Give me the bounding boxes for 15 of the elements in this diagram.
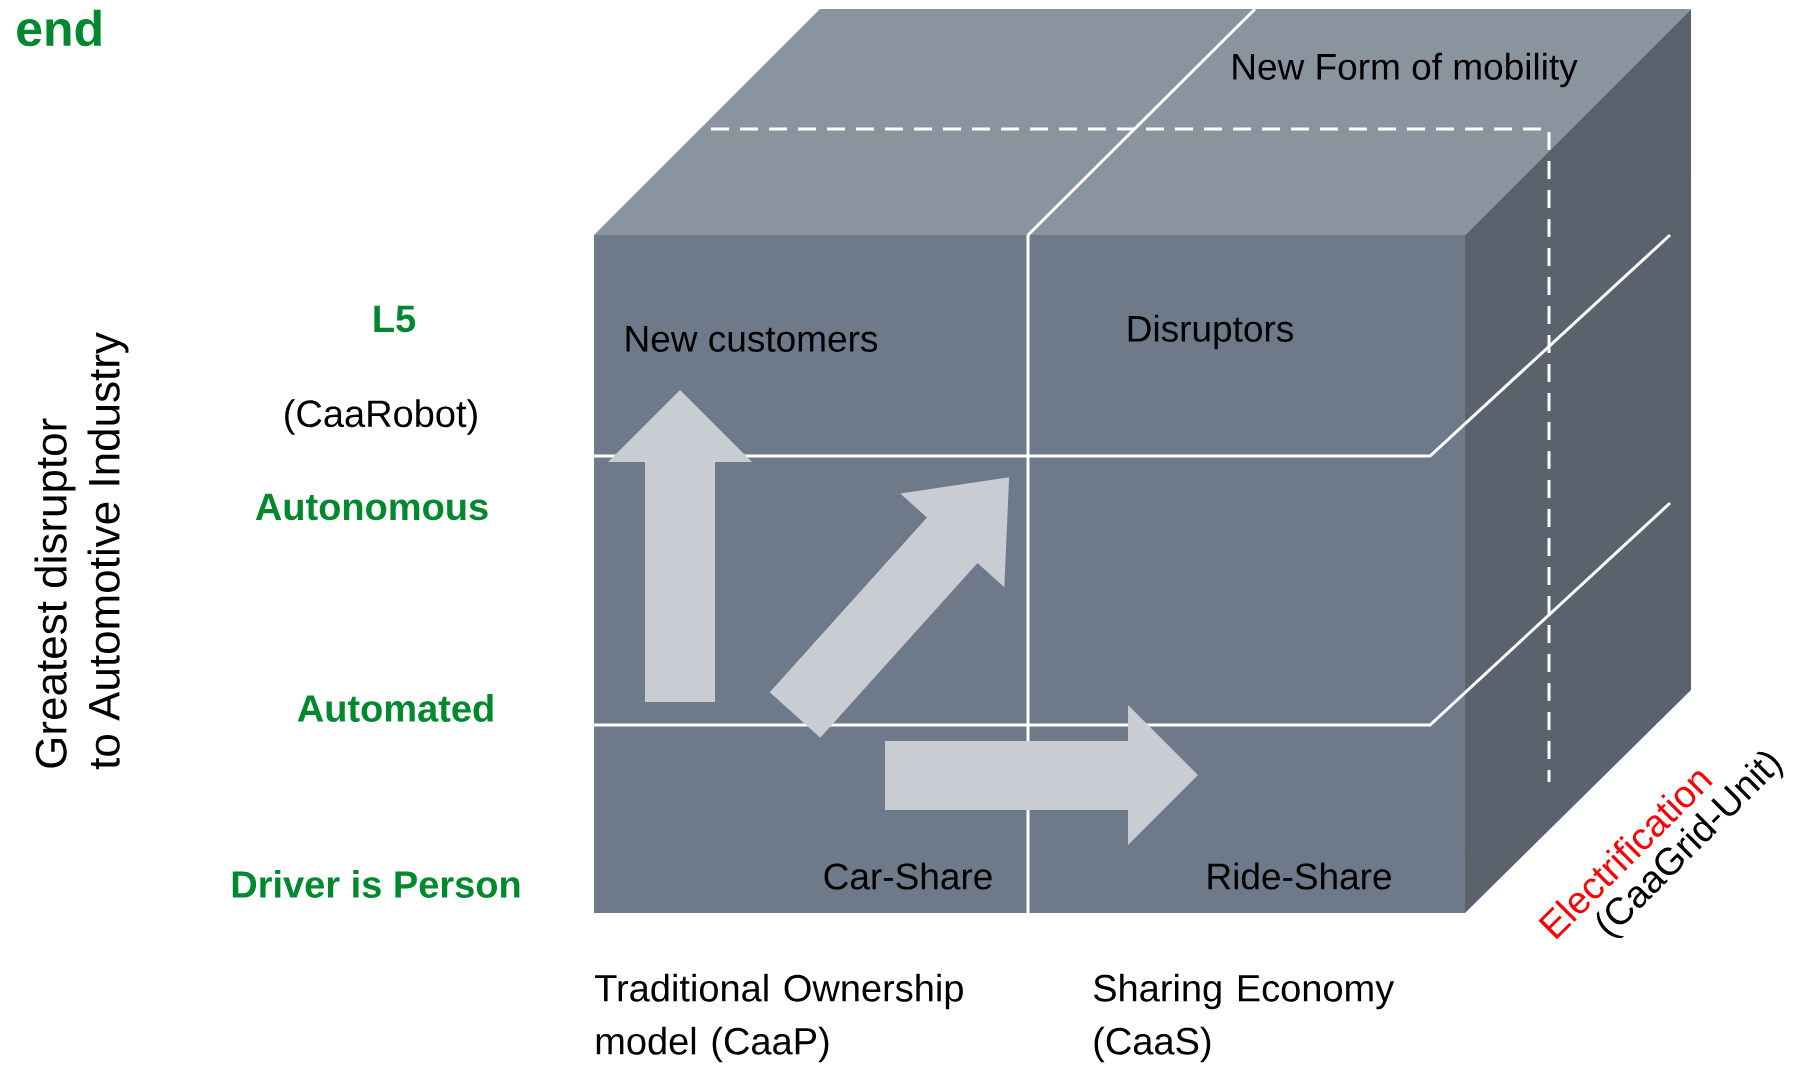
label: New customers xyxy=(626,326,878,352)
label: Autonomous xyxy=(255,493,488,521)
label: L5 xyxy=(374,305,416,333)
label: end xyxy=(17,9,101,47)
label: Driver is Person xyxy=(232,870,520,898)
label: Car-Share xyxy=(824,862,992,890)
label: Greatest disruptor xyxy=(34,418,76,768)
label: Ride-Share xyxy=(1208,862,1391,890)
label: New Form of mobility xyxy=(1233,52,1578,88)
label: (CaaRobot) xyxy=(285,399,477,435)
label: Sharing Economy (CaaS) xyxy=(1093,973,1395,1063)
label: to Automotive Industry xyxy=(87,332,129,770)
label: Automated xyxy=(297,694,493,722)
label: Disruptors xyxy=(1128,314,1293,350)
label: Traditional Ownership model (CaaP) xyxy=(595,973,963,1063)
